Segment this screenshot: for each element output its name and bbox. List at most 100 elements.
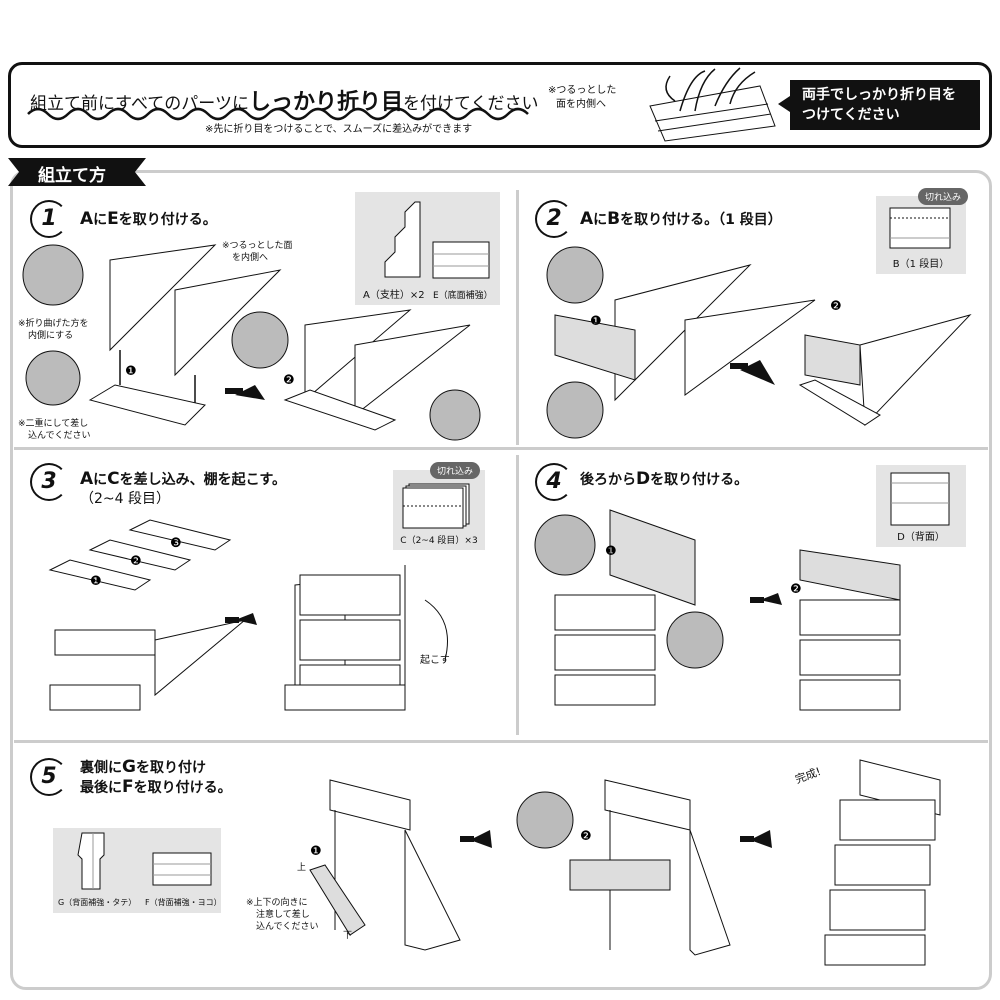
step-4-illustration: ❶❷ (534, 509, 901, 711)
step-5-number: 5 (30, 758, 68, 796)
part-label: F（背面補強・ヨコ） (145, 898, 222, 907)
part-label: A（支柱）×2 (363, 290, 425, 301)
title-text: を取り付ける。 (133, 780, 232, 796)
note-line: 込んでください (256, 922, 319, 932)
note-line: ※二重にして差し (18, 419, 89, 429)
step-5-title: 裏側にGを取り付け 最後にFを取り付ける。 (80, 758, 232, 798)
step-3-title: AにCを差し込み、棚を起こす。（2~4 段目） (80, 470, 286, 509)
title-text: に (93, 212, 108, 228)
step-4-number: 4 (535, 463, 573, 501)
note-line: 注意して差し (256, 910, 310, 920)
step-3-subtitle: （2~4 段目） (80, 491, 170, 507)
smooth-side-note: ※つるっとした面を内側へ (548, 84, 616, 112)
note-line: ※つるっとした面 (222, 241, 293, 251)
part-letter: E (107, 209, 119, 229)
part-c-icon (402, 483, 470, 529)
section-title: 組立て方 (8, 158, 146, 186)
side-note-line: 面を内側へ (556, 99, 606, 110)
svg-text:❷: ❷ (130, 554, 142, 569)
raise-label: 起こす (420, 655, 450, 666)
note-line: ※折り曲げた方を (18, 319, 89, 329)
part-g-icon (77, 832, 105, 890)
callout-line: つけてください (802, 107, 900, 123)
divider (14, 740, 988, 743)
note-line: ※上下の向きに (246, 898, 308, 908)
part-label: G（背面補強・タテ） (58, 898, 137, 907)
pre-fold-note: ※先に折り目をつけることで、スムーズに差込みができます (205, 124, 473, 135)
step-1-title: AにEを取り付ける。 (80, 210, 217, 230)
step-5-parts: G（背面補強・タテ） F（背面補強・ヨコ） (53, 828, 222, 913)
step-5-orientation-note: ※上下の向きに注意して差し込んでください (246, 897, 319, 933)
part-letter: C (107, 469, 120, 489)
part-label: E（底面補強） (433, 291, 493, 301)
part-letter: A (80, 209, 94, 229)
title-text: 最後に (80, 780, 122, 796)
step-3-number: 3 (30, 463, 68, 501)
step-2-illustration: ❶❷ (546, 246, 972, 439)
step-1-number: 1 (30, 200, 68, 238)
pre-fold-heading: 組立て前にすべてのパーツにしっかり折り目を付けてください (30, 84, 538, 116)
note-line: 内側にする (28, 331, 74, 341)
top-label: 上 (297, 863, 307, 873)
part-letter: F (122, 777, 134, 797)
part-d-icon (890, 472, 950, 526)
part-label: B（1 段目） (892, 259, 950, 270)
wavy-underline (27, 107, 529, 121)
note-line: を内側へ (232, 253, 269, 263)
title-text: 後ろから (580, 472, 636, 488)
step-3-illustration: ❶ ❷ ❸ (48, 519, 448, 711)
svg-text:❸: ❸ (170, 536, 182, 551)
step-5-illustration: ❶ ❷ (309, 759, 941, 966)
title-text: を取り付ける。（1 段目） (620, 212, 782, 228)
part-letter: A (80, 469, 94, 489)
step-1-illustration: ❶❷ (22, 244, 481, 441)
step-1-parts: A（支柱）×2 E（底面補強） (355, 192, 500, 305)
callout-line: 両手でしっかり折り目を (802, 87, 956, 103)
part-f-icon (152, 852, 212, 886)
part-label: C（2~4 段目）×3 (400, 536, 478, 546)
title-text: に (593, 212, 608, 228)
pre-fold-instruction-box (8, 62, 992, 148)
step-2-title: AにBを取り付ける。（1 段目） (580, 210, 782, 230)
svg-text:❷: ❷ (580, 829, 592, 844)
note-line: 込んでください (28, 431, 91, 441)
svg-text:❶: ❶ (90, 574, 102, 589)
step-1-note-double: ※二重にして差し込んでください (18, 418, 91, 442)
svg-text:❶: ❶ (310, 844, 322, 859)
step-1-note-smooth: ※つるっとした面を内側へ (222, 240, 293, 264)
step-3-parts: C（2~4 段目）×3 (393, 470, 485, 550)
fold-detail-magnifier (22, 244, 84, 306)
step-4-parts: D（背面） (876, 465, 966, 547)
svg-text:❶: ❶ (605, 544, 617, 559)
step-2-number: 2 (535, 200, 573, 238)
bottom-label: 下 (343, 931, 353, 941)
fold-callout: 両手でしっかり折り目をつけてください (778, 80, 980, 130)
title-text: を取り付ける。 (650, 472, 749, 488)
title-text: 裏側に (80, 760, 122, 776)
marker-2: ❷ (283, 373, 295, 388)
svg-text:❶: ❶ (590, 314, 602, 329)
part-b-icon (889, 207, 951, 249)
part-a-icon (384, 201, 421, 278)
hands-folding-illustration (649, 67, 776, 142)
notch-callout: 切れ込み (918, 188, 969, 205)
step-4-title: 後ろからDを取り付ける。 (580, 470, 748, 490)
divider (516, 190, 519, 445)
part-letter: D (636, 469, 651, 489)
step-1-note-fold: ※折り曲げた方を内側にする (18, 318, 89, 342)
divider (14, 447, 988, 450)
part-e-icon (432, 241, 490, 279)
part-letter: G (122, 757, 136, 777)
title-text: を取り付け (135, 760, 206, 776)
svg-text:❷: ❷ (830, 299, 842, 314)
title-text: に (93, 472, 108, 488)
part-letter: B (607, 209, 621, 229)
part-label: D（背面） (897, 532, 945, 543)
svg-text:❷: ❷ (790, 582, 802, 597)
notch-callout: 切れ込み (430, 462, 481, 479)
side-note-line: ※つるっとした (548, 85, 617, 96)
double-insert-magnifier (25, 350, 81, 406)
marker-1: ❶ (125, 364, 137, 379)
divider (516, 455, 519, 735)
assembly-panel (10, 170, 992, 990)
